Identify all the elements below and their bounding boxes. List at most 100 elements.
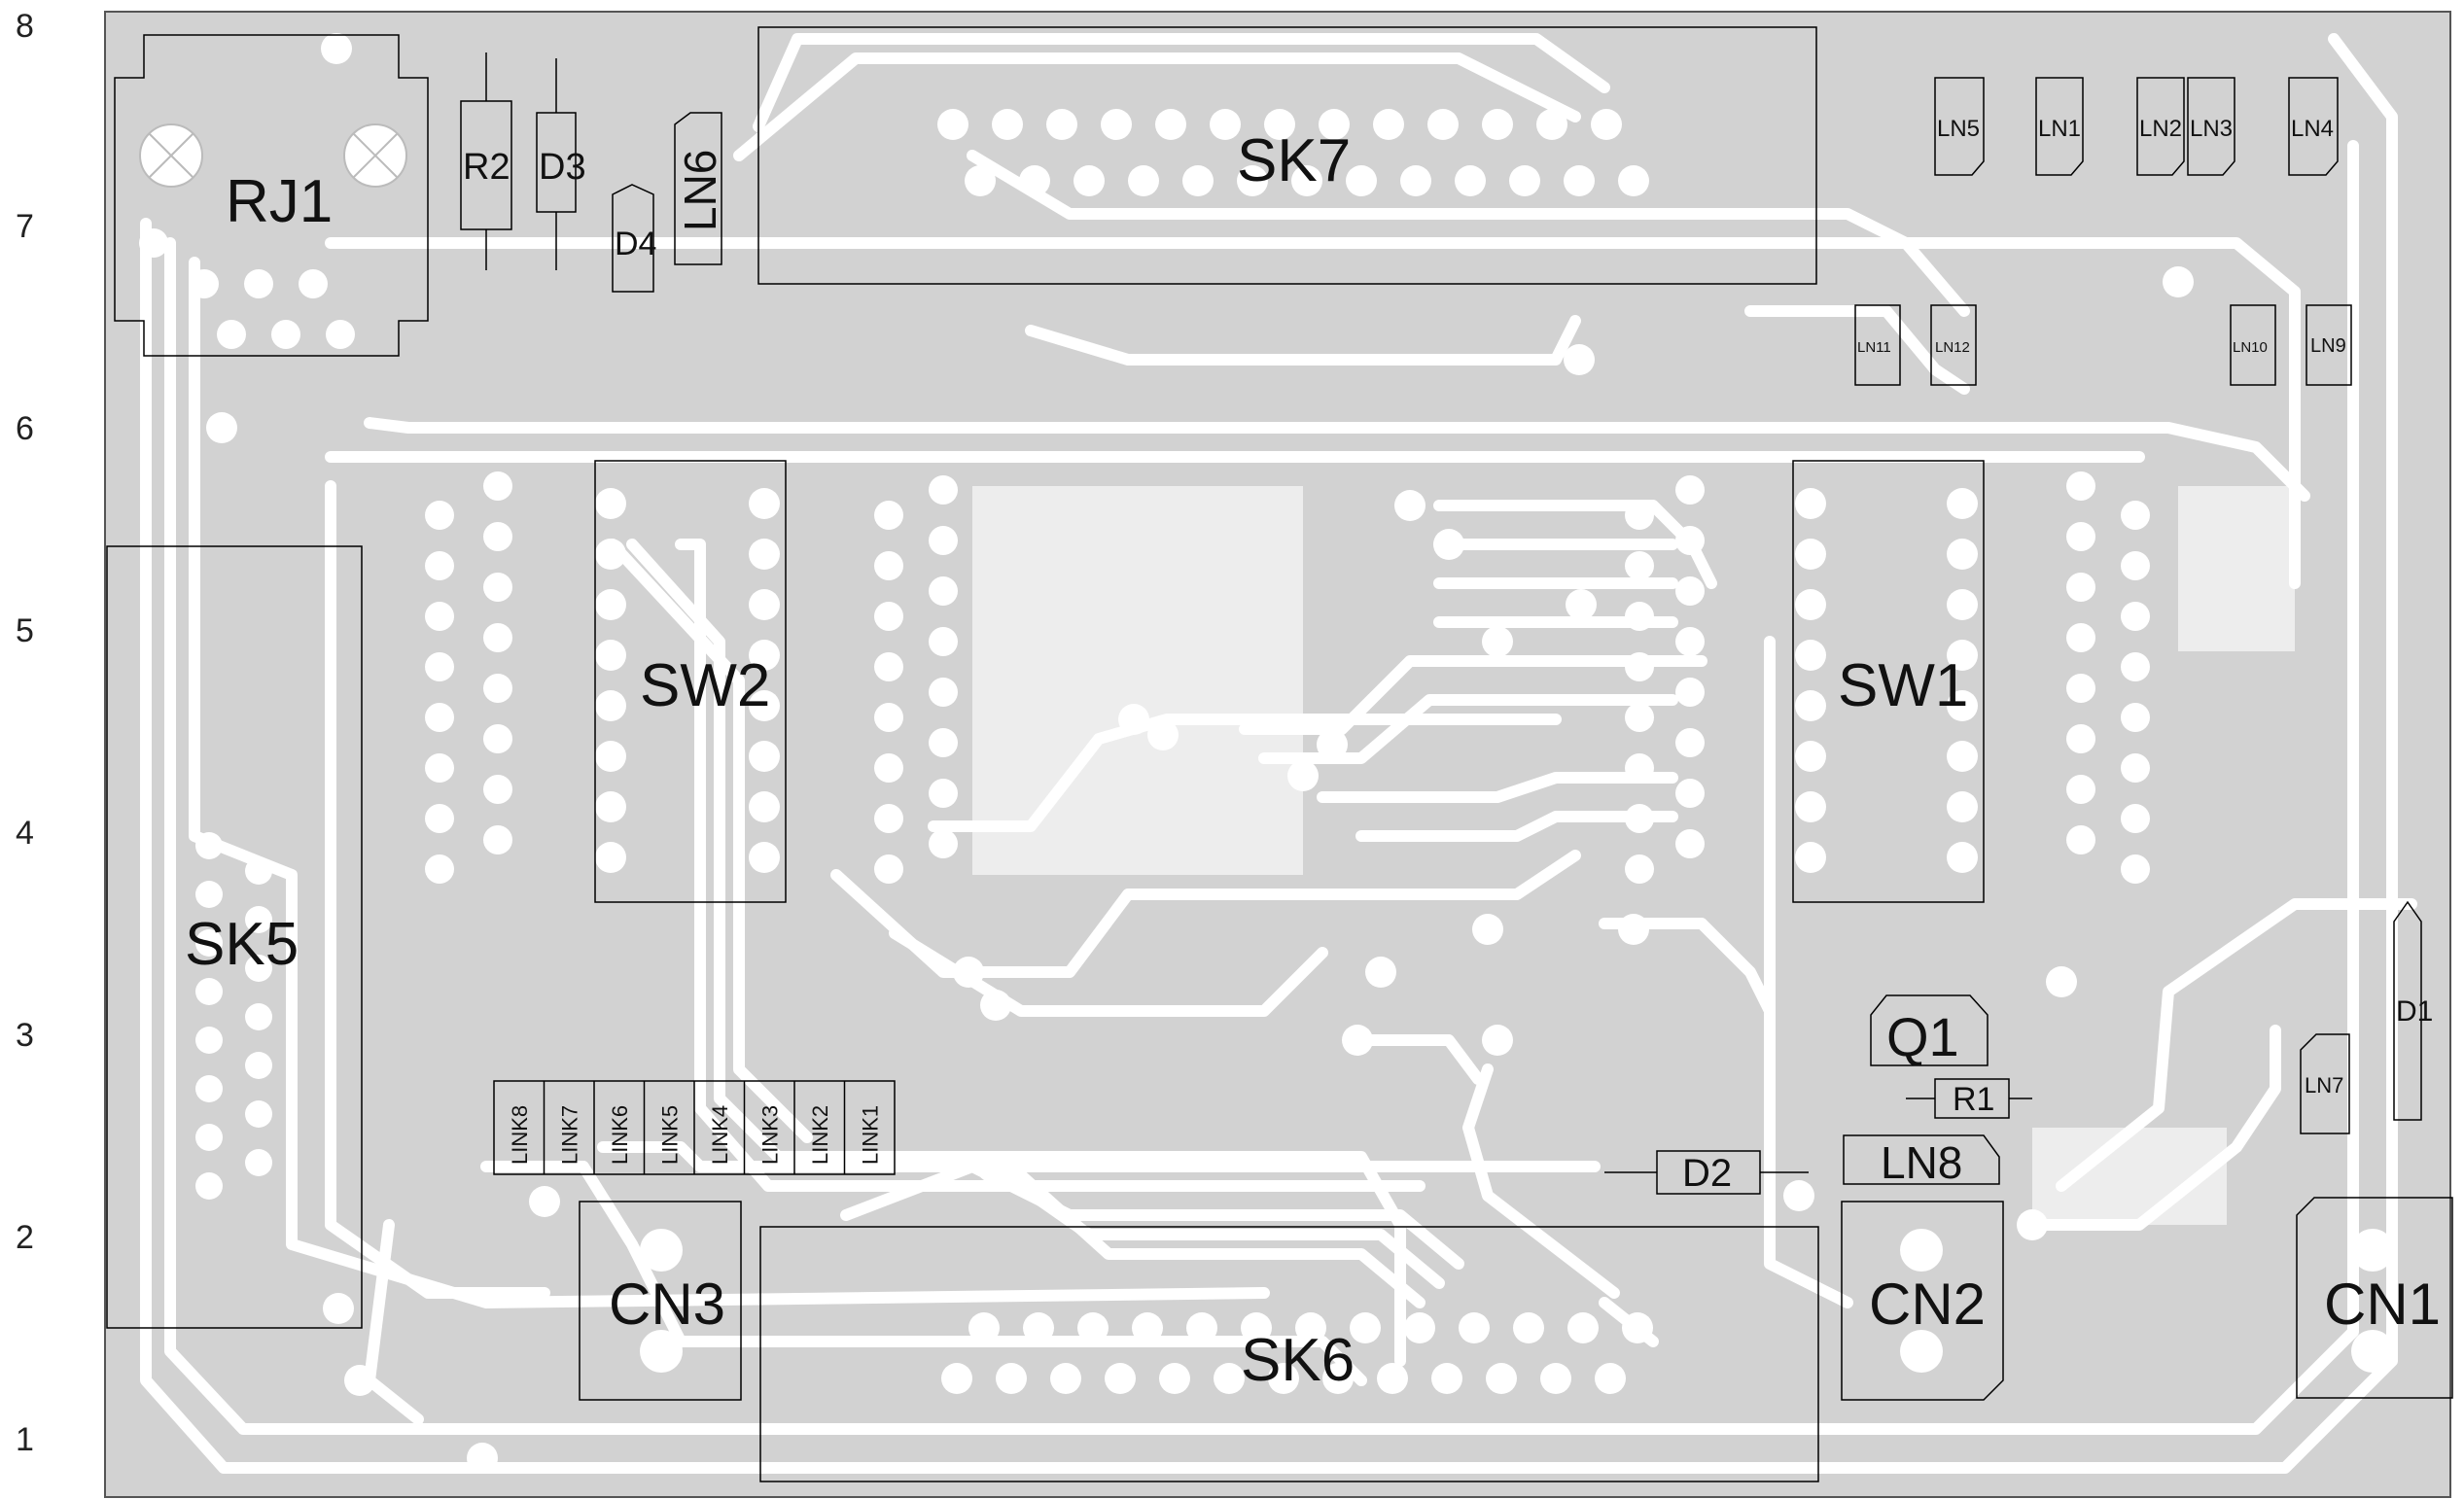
pad [874,753,903,783]
pad [1595,1363,1626,1394]
pad [1482,626,1513,657]
pad [1350,1312,1381,1343]
label-ln7: LN7 [2305,1073,2343,1098]
copper-pours [972,486,2295,1225]
link-dividers [543,1081,846,1174]
label-sk5: SK5 [185,911,299,978]
pad [245,906,272,933]
pad [326,320,355,349]
label-sk6: SK6 [1241,1327,1355,1394]
pad [195,1027,223,1054]
pad [1675,779,1705,808]
pad [1567,1312,1599,1343]
sk6-outline [759,1226,1819,1482]
pad [1132,1312,1163,1343]
pad [996,1363,1027,1394]
pad [595,690,626,721]
row-number: 6 [16,410,34,447]
pad [245,1100,272,1128]
row-number: 2 [16,1219,34,1256]
pad [1675,678,1705,707]
label-link5: LINK5 [657,1105,682,1165]
pad [976,1151,1007,1182]
label-ln9: LN9 [2310,335,2346,357]
pad [1433,529,1464,560]
pad [2121,501,2150,530]
pad [2121,551,2150,580]
pad [483,522,512,551]
pad [1900,1229,1943,1272]
pad [425,804,454,833]
pad [206,412,237,443]
pad [1795,791,1826,822]
pad [425,551,454,580]
pad [749,842,780,873]
label-r2: R2 [463,147,510,188]
pad [467,1443,498,1474]
pad [1268,1363,1299,1394]
pad [1509,165,1540,196]
pad [953,957,984,988]
pad [1105,1363,1136,1394]
pad [483,674,512,703]
label-link2: LINK2 [808,1105,832,1165]
label-rj1: RJ1 [226,168,333,235]
pad [595,488,626,519]
pad [929,829,958,858]
label-sw2: SW2 [640,652,770,719]
pad [1365,957,1396,988]
pad [323,1293,354,1324]
pad [874,652,903,681]
pad [749,791,780,822]
pad [2066,674,2095,703]
pad [190,269,219,298]
component-labels: RJ1 R2 D3 D4 LN6 SK7 SK5 SK6 SW2 SW1 CN3… [185,116,2441,1394]
pad [874,804,903,833]
label-d1: D1 [2396,995,2433,1028]
ln7-outline [2300,1033,2350,1134]
pad [2066,775,2095,804]
pad [2121,652,2150,681]
pad [1625,501,1654,530]
pad [1264,109,1295,140]
pad [1459,1312,1490,1343]
cn2-outline [1841,1201,2004,1401]
ln6-outline [674,112,722,265]
pad [1077,1312,1109,1343]
pad [195,1124,223,1151]
pad [1566,589,1597,620]
pad [1472,914,1503,945]
pad [1947,589,1978,620]
pad [1159,1363,1190,1394]
pad [425,854,454,884]
label-ln1: LN1 [2038,116,2081,142]
label-ln4: LN4 [2291,116,2334,142]
label-ln2: LN2 [2139,116,2182,142]
pad [1947,791,1978,822]
pad [874,854,903,884]
row-number: 4 [16,815,34,852]
pad [1947,741,1978,772]
sk7-outline [757,26,1817,285]
label-ln5: LN5 [1937,116,1980,142]
pad [2121,804,2150,833]
pad [195,832,223,859]
pad [1182,165,1214,196]
pad [640,1330,683,1373]
pad [425,602,454,631]
pad [271,320,300,349]
pad [874,551,903,580]
q1-outline [1870,994,1989,1066]
pad [874,602,903,631]
label-ln3: LN3 [2190,116,2233,142]
pad [1591,109,1622,140]
pad [1540,1363,1571,1394]
pad [483,825,512,854]
rj1-outline [114,34,429,357]
pad [1625,602,1654,631]
pad [1210,109,1241,140]
pad [1947,842,1978,873]
pad [1947,640,1978,671]
pad [965,165,996,196]
